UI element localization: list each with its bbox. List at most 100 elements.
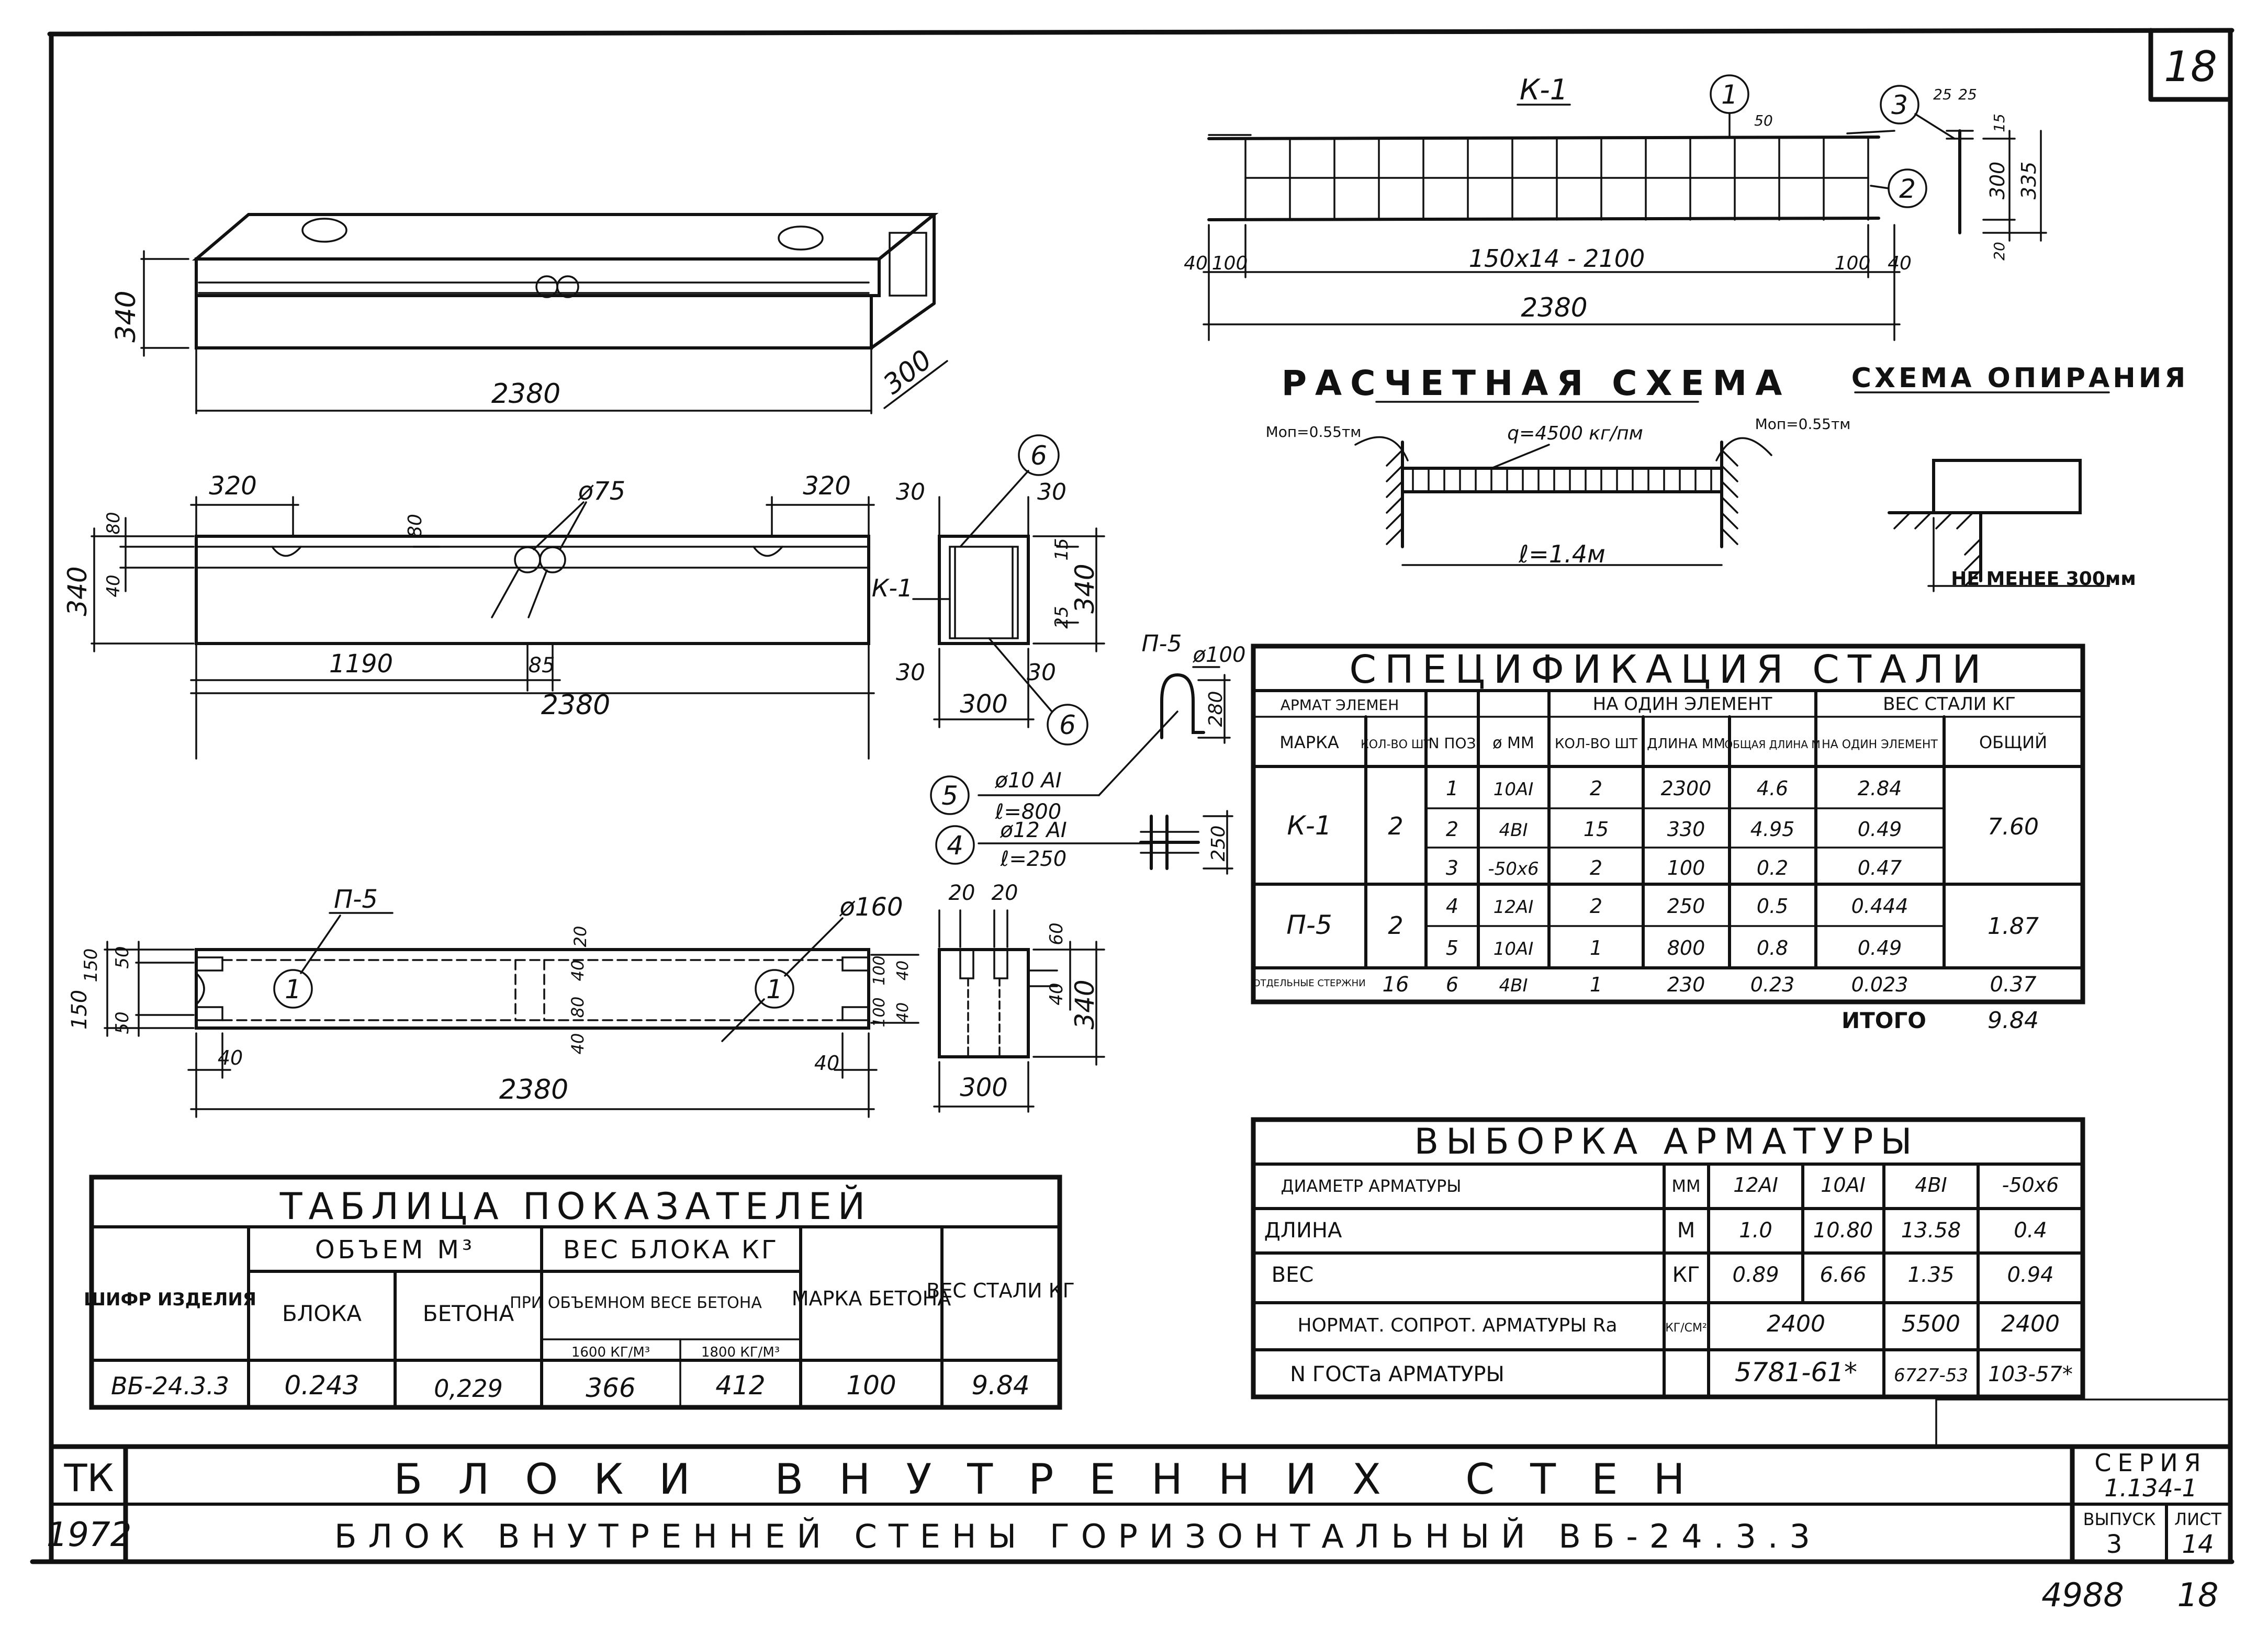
spec-row2-total-length: 4.95 bbox=[1750, 818, 1795, 841]
spec-h-per-element: НА ОДИН ЭЛЕМЕНТ bbox=[1593, 694, 1772, 715]
section-bottom-right: 30 bbox=[1027, 659, 1056, 686]
selection-h-12ai: 12AI bbox=[1733, 1173, 1778, 1197]
selection-resist-v4: 2400 bbox=[2001, 1311, 2060, 1337]
indicators-title: ТАБЛИЦА ПОКАЗАТЕЛЕЙ bbox=[279, 1185, 871, 1228]
front-dim-h1: 80 bbox=[103, 512, 124, 534]
title-code: ТК bbox=[63, 1456, 114, 1500]
spec-total-value: 9.84 bbox=[1988, 1007, 2039, 1034]
cage-dim-40l: 40 bbox=[1184, 253, 1208, 274]
selection-length-v2: 10.80 bbox=[1813, 1218, 1873, 1243]
spec-row6-length: 230 bbox=[1667, 973, 1705, 996]
spec-h-qty: КОЛ-ВО ШТ bbox=[1361, 738, 1431, 751]
spec-row6-weight: 0.023 bbox=[1851, 973, 1908, 996]
plan-dim-150a: 150 bbox=[81, 949, 102, 983]
spec-row4-weight: 0.444 bbox=[1851, 895, 1908, 918]
spec-row5-weight: 0.49 bbox=[1858, 936, 1902, 960]
cage-dim-40r: 40 bbox=[1888, 253, 1912, 274]
callout5-line1: ø10 AI bbox=[994, 769, 1061, 793]
end-dim-40: 40 bbox=[1046, 983, 1067, 1005]
section-top-left: 30 bbox=[896, 479, 925, 505]
spec-group2-total: 1.87 bbox=[1988, 913, 2039, 940]
spec-h-mark: МАРКА bbox=[1279, 732, 1339, 752]
spec-h-count: КОЛ-ВО ШТ bbox=[1555, 736, 1637, 752]
steel-spec-table: СПЕЦИФИКАЦИЯ СТАЛИ АРМАТ ЭЛЕМЕН МАРКА КО… bbox=[1251, 644, 2085, 1034]
selection-weight-v3: 1.35 bbox=[1907, 1263, 1954, 1287]
spec-row1-total-length: 4.6 bbox=[1757, 777, 1788, 800]
spec-h-elements: АРМАТ ЭЛЕМЕН bbox=[1281, 696, 1399, 714]
selection-weight-v1: 0.89 bbox=[1732, 1263, 1779, 1287]
front-dim-length: 2380 bbox=[541, 690, 610, 721]
indicators-h-block: БЛОКА bbox=[282, 1301, 362, 1326]
cage-dim-300: 300 bbox=[1986, 162, 2009, 200]
design-moment-right: Моп=0.55тм bbox=[1755, 415, 1851, 433]
title-block: ТК 1972 БЛОКИ ВНУТРЕННИХ СТЕН БЛОК ВНУТР… bbox=[47, 1398, 2233, 1564]
drawing-subtitle: БЛОК ВНУТРЕННЕЙ СТЕНЫ ГОРИЗОНТАЛЬНЫЙ ВБ-… bbox=[334, 1517, 1822, 1555]
loop-label: П-5 bbox=[1142, 630, 1182, 657]
cage-dim-20: 20 bbox=[1991, 242, 2008, 261]
cage-dim-100l: 100 bbox=[1212, 253, 1248, 274]
selection-h-diameter: ДИАМЕТР АРМАТУРЫ bbox=[1281, 1176, 1462, 1196]
spec-row5-count: 1 bbox=[1590, 936, 1602, 960]
spec-row: 3 -50x6 2 100 0.2 0.47 bbox=[1446, 856, 1902, 879]
indicators-h-code: ШИФР ИЗДЕЛИЯ bbox=[84, 1289, 256, 1310]
selection-gost-v4: 103-57* bbox=[1988, 1362, 2073, 1386]
spec-h-weight-one: НА ОДИН ЭЛЕМЕНТ bbox=[1822, 738, 1938, 751]
loop-dim-250: 250 bbox=[1208, 826, 1229, 862]
section-pos-top-label: 6 bbox=[1030, 441, 1047, 471]
callout4-line2: ℓ=250 bbox=[1000, 847, 1066, 871]
selection-gost-merged: 5781-61* bbox=[1735, 1357, 1857, 1387]
indicators-grade: 100 bbox=[846, 1370, 896, 1401]
spec-h-pos: N ПОЗ bbox=[1429, 735, 1476, 752]
plan-dim-right40: 40 bbox=[814, 1052, 839, 1075]
plan-dim-50b: 50 bbox=[112, 1011, 133, 1034]
selection-length-unit: М bbox=[1677, 1218, 1696, 1243]
spec-row4-pos: 4 bbox=[1446, 895, 1458, 918]
spec-row1-weight: 2.84 bbox=[1858, 777, 1902, 800]
cage-dim-335: 335 bbox=[2017, 162, 2040, 200]
spec-row1-count: 2 bbox=[1590, 777, 1602, 800]
selection-title: ВЫБОРКА АРМАТУРЫ bbox=[1414, 1121, 1919, 1163]
indicators-vol-concrete: 0,229 bbox=[434, 1374, 503, 1403]
spec-total-label: ИТОГО bbox=[1842, 1008, 1926, 1033]
support-scheme: СХЕМА ОПИРАНИЯ НЕ МЕНЕЕ 300мм bbox=[1851, 363, 2185, 592]
spec-row6-count: 1 bbox=[1590, 973, 1602, 996]
spec-row: 4 12AI 2 250 0.5 0.444 bbox=[1446, 895, 1908, 918]
spec-row2-pos: 2 bbox=[1446, 818, 1458, 841]
section-dim-w: 300 bbox=[960, 690, 1008, 719]
plan-dim-80: 80 bbox=[568, 997, 588, 1018]
spec-row3-length: 100 bbox=[1667, 856, 1705, 879]
cross-section-view: 30 30 6 30 30 6 К-1 15 25 340 300 bbox=[872, 434, 1105, 746]
spec-row3-weight: 0.47 bbox=[1858, 856, 1902, 879]
spec-row6-total-length: 0.23 bbox=[1750, 973, 1795, 996]
spec-h-total-length: ОБЩАЯ ДЛИНА М bbox=[1724, 738, 1820, 751]
spec-row6-pos: 6 bbox=[1446, 973, 1458, 996]
indicators-h-concrete: БЕТОНА bbox=[423, 1301, 514, 1326]
selection-weight-v2: 6.66 bbox=[1820, 1263, 1866, 1287]
selection-gost-v3: 6727-53 bbox=[1894, 1365, 1968, 1386]
selection-length-v3: 13.58 bbox=[1901, 1218, 1961, 1243]
sheet-number: 18 bbox=[2164, 42, 2217, 91]
section-frame-label: К-1 bbox=[872, 574, 913, 602]
callout5-pos: 5 bbox=[941, 781, 958, 811]
plan-item-label: П-5 bbox=[334, 885, 378, 914]
plan-dim-length: 2380 bbox=[499, 1074, 568, 1105]
selection-weight-v4: 0.94 bbox=[2007, 1263, 2053, 1287]
spec-row4-count: 2 bbox=[1590, 895, 1602, 918]
plan-pos-left: 1 bbox=[285, 974, 301, 1005]
plan-dim-r40b: 40 bbox=[894, 1002, 912, 1022]
cage-dim-25a: 25 bbox=[1933, 86, 1952, 103]
front-dim-half: 1190 bbox=[329, 649, 393, 679]
spec-row2-diam: 4BI bbox=[1499, 820, 1528, 841]
section-dim-15: 15 bbox=[1051, 538, 1072, 560]
stamp-left: 4988 bbox=[2041, 1576, 2124, 1614]
plan-dim-150: 150 bbox=[68, 990, 92, 1030]
indicators-h-weight: ВЕС БЛОКА КГ bbox=[563, 1235, 779, 1265]
spec-group1-total: 7.60 bbox=[1988, 814, 2039, 840]
end-view: 20 20 60 40 340 300 bbox=[933, 881, 1105, 1113]
spec-row2-length: 330 bbox=[1667, 818, 1705, 841]
iso-height: 340 bbox=[110, 290, 142, 342]
indicators-steel: 9.84 bbox=[971, 1370, 1029, 1401]
indicators-code: ВБ-24.3.3 bbox=[111, 1372, 229, 1400]
stamp-right: 18 bbox=[2177, 1576, 2219, 1614]
